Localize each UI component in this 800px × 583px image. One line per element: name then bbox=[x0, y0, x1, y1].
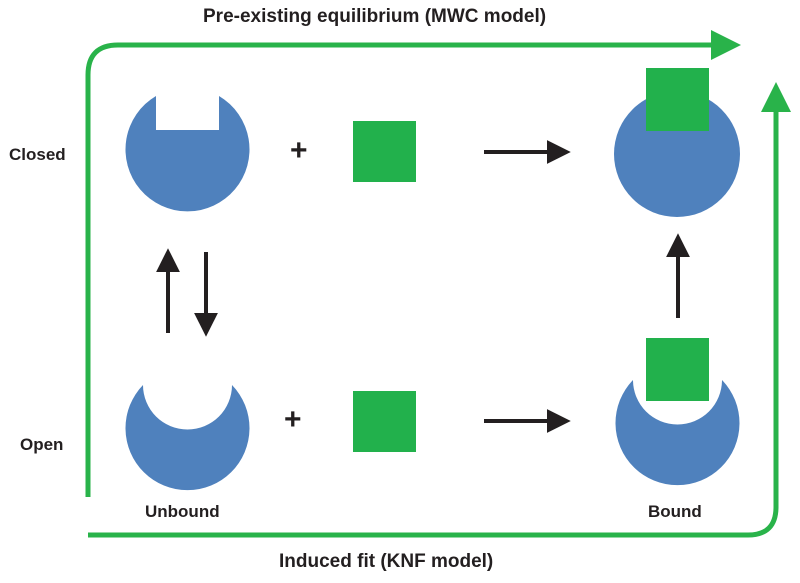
mwc-pathway-arrow bbox=[85, 30, 741, 497]
open-ligand-icon bbox=[353, 391, 416, 452]
row-label-open: Open bbox=[20, 435, 64, 454]
row-label-closed: Closed bbox=[9, 145, 66, 164]
open-plus-sign: + bbox=[284, 403, 302, 436]
closed-plus-sign: + bbox=[290, 134, 308, 167]
knf-pathway-arrow bbox=[88, 82, 791, 538]
closed-bound-ligand-icon bbox=[646, 68, 709, 131]
open-unbound-protein-icon bbox=[125, 385, 250, 491]
column-label-bound: Bound bbox=[648, 502, 702, 521]
open-bound-protein-icon bbox=[615, 380, 740, 486]
top-title: Pre-existing equilibrium (MWC model) bbox=[203, 6, 547, 27]
closed-unbound-protein-icon bbox=[125, 96, 250, 212]
open-bound-ligand-icon bbox=[646, 338, 709, 401]
bottom-title: Induced fit (KNF model) bbox=[279, 551, 494, 572]
closed-ligand-icon bbox=[353, 121, 416, 182]
column-label-unbound: Unbound bbox=[145, 502, 220, 521]
